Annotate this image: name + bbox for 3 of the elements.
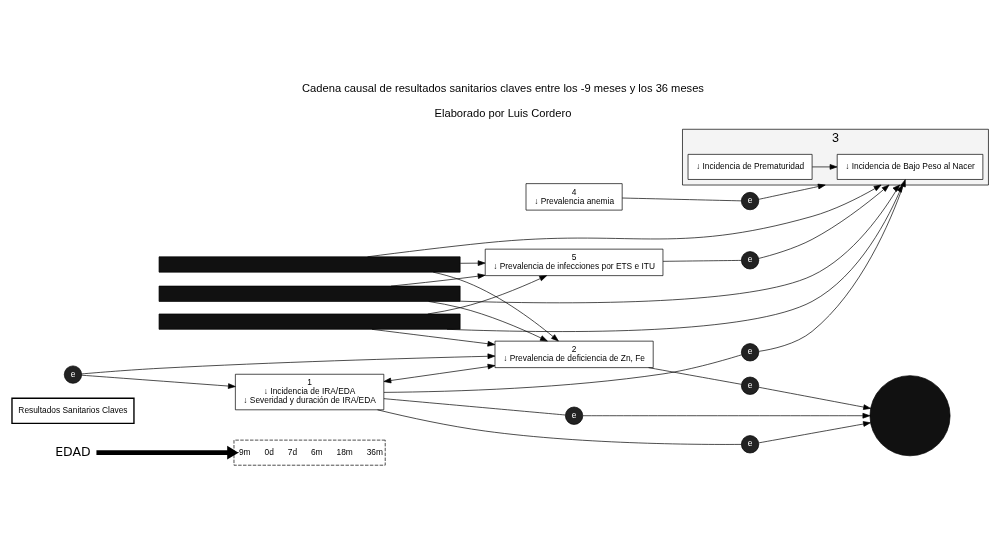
diagram-title: Cadena causal de resultados sanitarios claves entre los -9 meses y los 36 meses: [302, 81, 704, 94]
caption: Elaborado por Luis Cordero: [434, 107, 572, 120]
node-text: EDAD: [55, 443, 91, 459]
